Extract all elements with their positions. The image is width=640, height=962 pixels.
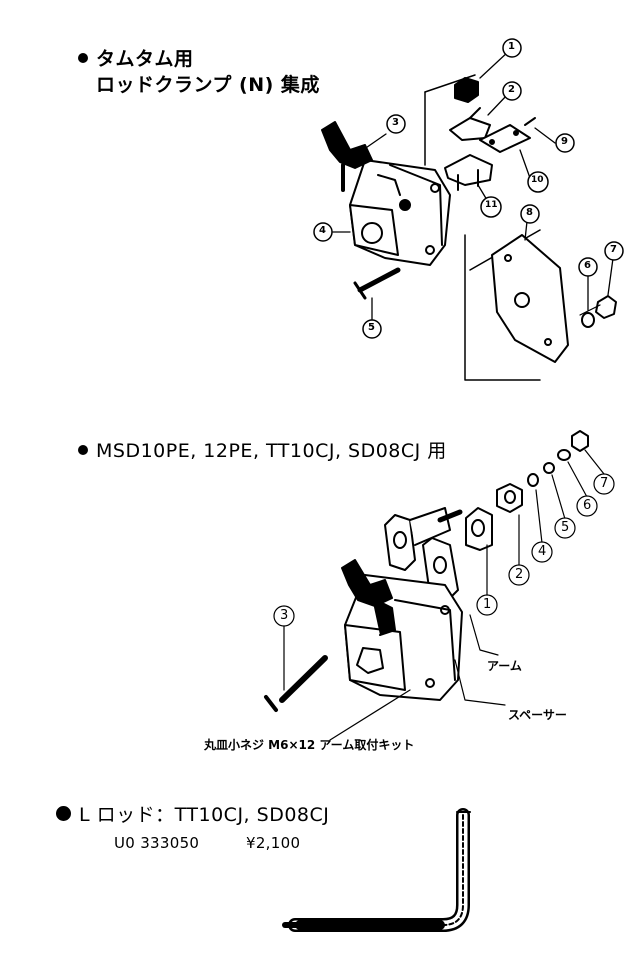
plate-part bbox=[479, 124, 531, 153]
callout-11 bbox=[480, 196, 502, 218]
callout2-4 bbox=[531, 541, 553, 563]
clip-part bbox=[449, 107, 491, 141]
part-number-10: 10 bbox=[531, 175, 544, 185]
arm-label: アーム bbox=[487, 659, 522, 673]
callout2-2 bbox=[508, 564, 530, 586]
callout-4 bbox=[313, 222, 333, 242]
bullet-icon bbox=[78, 53, 88, 63]
callout2-3 bbox=[273, 605, 295, 627]
callout-1 bbox=[502, 38, 522, 58]
section3-title-text: L ロッド：TT10CJ, SD08CJ bbox=[79, 804, 330, 826]
callout-10 bbox=[527, 171, 549, 193]
section1-title-line2: ロッドクランプ (N) 集成 bbox=[96, 74, 320, 96]
part-number-6: 6 bbox=[584, 260, 591, 271]
callout-2 bbox=[502, 81, 522, 101]
callout-3 bbox=[386, 114, 406, 134]
callout2-5 bbox=[554, 517, 576, 539]
section2-title-text: MSD10PE, 12PE, TT10CJ, SD08CJ 用 bbox=[96, 440, 447, 462]
part2-number-1: 1 bbox=[483, 597, 492, 612]
product-code: U0 333050 bbox=[114, 834, 200, 852]
part-number-11: 11 bbox=[485, 200, 498, 210]
section1-line1-text: タムタム用 bbox=[96, 48, 194, 70]
callout-9 bbox=[555, 133, 575, 153]
bullet-icon bbox=[56, 806, 71, 821]
part2-number-6: 6 bbox=[583, 498, 592, 513]
wing-bolt-part bbox=[321, 121, 373, 192]
part-number-7: 7 bbox=[610, 244, 617, 255]
part2-number-2: 2 bbox=[515, 567, 524, 582]
section3-title: L ロッド：TT10CJ, SD08CJ bbox=[56, 800, 329, 827]
part-number-8: 8 bbox=[526, 207, 533, 218]
nut-part-small bbox=[595, 295, 617, 319]
callout-7 bbox=[604, 241, 624, 261]
callout-8 bbox=[520, 204, 540, 224]
bracket-part bbox=[444, 154, 493, 191]
part2-number-5: 5 bbox=[561, 520, 570, 535]
part2-number-7: 7 bbox=[600, 476, 609, 491]
l-rod-drawing bbox=[282, 808, 471, 932]
part-number-9: 9 bbox=[561, 136, 568, 147]
product-price: ¥2,100 bbox=[246, 834, 301, 852]
callout2-1 bbox=[476, 594, 498, 616]
part-number-4: 4 bbox=[319, 225, 326, 236]
kit-label: 丸皿小ネジ M6×12 アーム取付キット bbox=[204, 738, 415, 752]
callout-6 bbox=[578, 257, 598, 277]
washer-part bbox=[581, 312, 595, 328]
arm-kit-exploded-diagram bbox=[264, 430, 605, 741]
callout2-6 bbox=[576, 495, 598, 517]
section1-title-line1: タムタム用 bbox=[78, 44, 194, 71]
part-number-2: 2 bbox=[508, 84, 515, 95]
part2-number-4: 4 bbox=[538, 544, 547, 559]
spacer-label: スペーサー bbox=[508, 708, 567, 722]
nut-part bbox=[454, 77, 479, 103]
part-number-3: 3 bbox=[392, 117, 399, 128]
part-number-5: 5 bbox=[368, 322, 375, 333]
mounting-plate-part bbox=[491, 234, 569, 363]
bullet-icon bbox=[78, 445, 88, 455]
part2-number-3: 3 bbox=[280, 608, 289, 623]
callout2-7 bbox=[593, 473, 615, 495]
screw-part bbox=[353, 267, 401, 300]
section2-title: MSD10PE, 12PE, TT10CJ, SD08CJ 用 bbox=[78, 436, 447, 463]
callout-5 bbox=[362, 319, 382, 339]
part-number-1: 1 bbox=[508, 41, 515, 52]
clamp-housing-part bbox=[349, 159, 451, 266]
